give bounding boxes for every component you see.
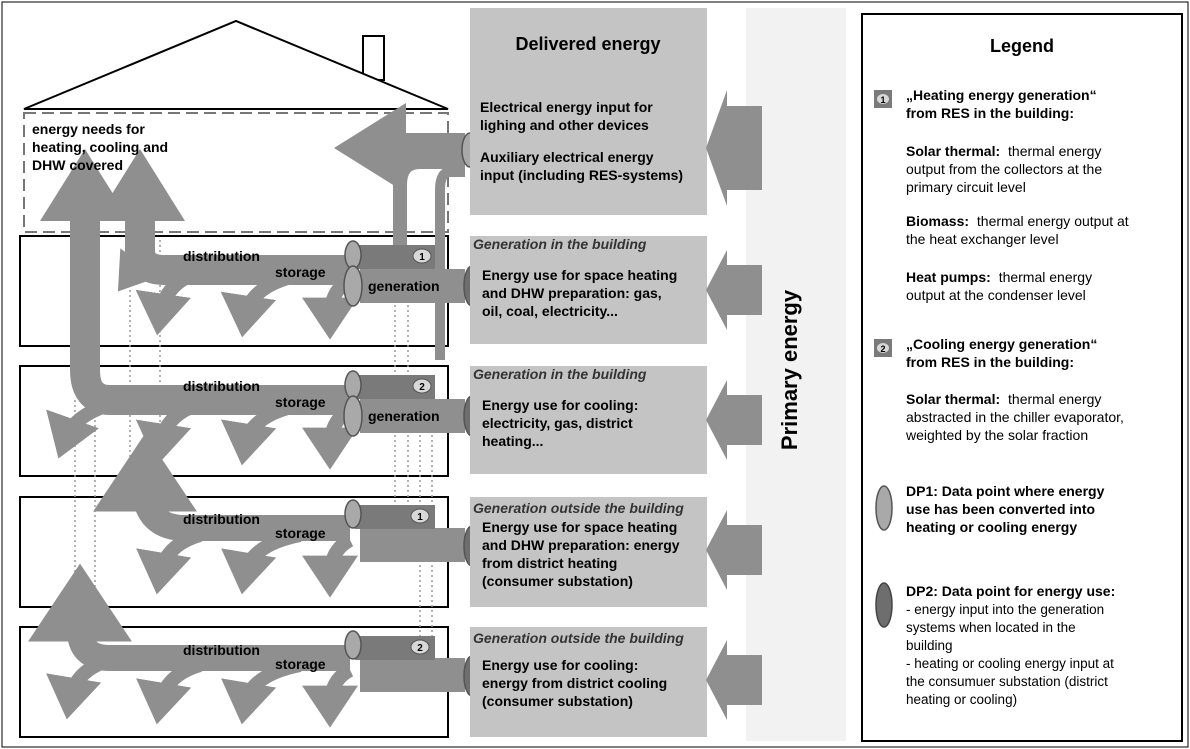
svg-text:Energy use for cooling:: Energy use for cooling: (482, 657, 638, 673)
svg-text:Heat pumps: thermal ener: Heat pumps: thermal energy (906, 269, 1092, 285)
svg-text:1: 1 (880, 95, 885, 105)
svg-text:energy from district cooling: energy from district cooling (482, 675, 667, 691)
svg-text:from RES in the building:: from RES in the building: (906, 105, 1074, 121)
svg-text:oil, coal, electricity...: oil, coal, electricity... (482, 303, 618, 319)
needs-line-2: heating, cooling and (32, 139, 168, 155)
svg-text:and DHW preparation: energy: and DHW preparation: energy (482, 537, 680, 553)
primary-energy-band (746, 8, 846, 741)
svg-text:DP1: Data point where energy: DP1: Data point where energy (906, 483, 1105, 499)
svg-text:2: 2 (417, 643, 423, 654)
svg-text:Delivered energy: Delivered energy (515, 34, 660, 54)
primary-arrow-floor-4 (706, 640, 762, 720)
svg-text:input (including RES-systems): input (including RES-systems) (480, 167, 683, 183)
svg-text:Generation outside the buildin: Generation outside the building (473, 500, 684, 516)
svg-text:output at the condenser level: output at the condenser level (906, 287, 1086, 303)
svg-text:„Heating energy generation“: „Heating energy generation“ (906, 87, 1097, 103)
svg-text:primary circuit level: primary circuit level (906, 179, 1026, 195)
svg-text:from RES in the building:: from RES in the building: (906, 354, 1074, 370)
floor-2-distribution: distribution (183, 378, 260, 394)
floor-1-source-box: Generation in the building Energy use fo… (470, 236, 707, 344)
svg-text:Energy use for cooling:: Energy use for cooling: (482, 397, 638, 413)
svg-text:2: 2 (880, 344, 885, 354)
chimney (362, 35, 385, 81)
svg-text:systems when located in the: systems when located in the (906, 620, 1076, 635)
svg-text:Generation outside the buildin: Generation outside the building (473, 630, 684, 646)
svg-text:heating or cooling energy: heating or cooling energy (906, 519, 1077, 535)
needs-line-3: DHW covered (32, 157, 123, 173)
svg-text:electricity, gas, district: electricity, gas, district (482, 415, 633, 431)
svg-text:Solar thermal: thermal e: Solar thermal: thermal energy (906, 143, 1101, 159)
svg-text:heating or cooling): heating or cooling) (906, 692, 1017, 707)
legend-title: Legend (990, 36, 1054, 56)
floor-2-generation: generation (368, 408, 440, 424)
house-roof (23, 19, 449, 110)
floor-2-storage: storage (275, 394, 326, 410)
svg-text:1: 1 (419, 252, 425, 263)
svg-text:building: building (906, 638, 953, 653)
primary-arrow-floor-1 (706, 250, 762, 330)
floor-4-storage: storage (275, 656, 326, 672)
svg-text:Solar thermal: thermal e: Solar thermal: thermal energy (906, 391, 1101, 407)
floor-3-storage: storage (275, 525, 326, 541)
svg-text:Generation in the building: Generation in the building (473, 236, 647, 252)
pipe-badges: 1 2 1 2 (410, 248, 432, 655)
svg-text:Generation in the building: Generation in the building (473, 366, 647, 382)
primary-arrow-floor-3 (706, 510, 762, 590)
svg-text:use has been converted into: use has been converted into (906, 501, 1095, 517)
svg-text:1: 1 (417, 512, 423, 523)
svg-text:Auxiliary electrical energy: Auxiliary electrical energy (480, 149, 654, 165)
svg-text:(consumer substation): (consumer substation) (482, 573, 633, 589)
svg-text:- energy input into the genera: - energy input into the generation (906, 602, 1104, 617)
svg-text:the heat exchanger level: the heat exchanger level (906, 231, 1059, 247)
svg-text:lighing and other devices: lighing and other devices (480, 117, 649, 133)
floor-3-distribution: distribution (183, 511, 260, 527)
svg-text:weighted by the solar fraction: weighted by the solar fraction (905, 427, 1088, 443)
svg-text:- heating or cooling energy in: - heating or cooling energy input at (906, 656, 1114, 671)
legend-dp1-symbol (875, 485, 893, 531)
floor-1-generation: generation (368, 278, 440, 294)
pipes (28, 103, 465, 728)
legend-dp2-symbol (875, 582, 893, 628)
svg-text:output from the collectors at: output from the collectors at the (906, 161, 1102, 177)
floor-1-storage: storage (275, 264, 326, 280)
primary-arrow-floor-2 (706, 380, 762, 460)
svg-text:Energy use for space heating: Energy use for space heating (482, 267, 677, 283)
svg-text:(consumer substation): (consumer substation) (482, 693, 633, 709)
svg-text:heating...: heating... (482, 433, 543, 449)
floor-1-distribution: distribution (183, 248, 260, 264)
floor-3-source-box: Generation outside the building Energy u… (470, 497, 707, 607)
svg-text:Electrical energy input for: Electrical energy input for (480, 99, 653, 115)
svg-text:Energy use for space heating: Energy use for space heating (482, 519, 677, 535)
delivered-energy-box: Delivered energy Electrical energy input… (470, 8, 707, 215)
needs-line-1: energy needs for (32, 121, 145, 137)
svg-text:Biomass: thermal energy: Biomass: thermal energy output at (906, 213, 1129, 229)
svg-text:„Cooling energy generation“: „Cooling energy generation“ (906, 336, 1097, 352)
svg-text:and DHW preparation: gas,: and DHW preparation: gas, (482, 285, 662, 301)
svg-text:the consumuer substation (dist: the consumuer substation (district (906, 674, 1108, 689)
floor-4-source-box: Generation outside the building Energy u… (470, 627, 707, 737)
floor-4-distribution: distribution (183, 642, 260, 658)
legend: Legend 1 „Heating energy generation“ fro… (861, 13, 1183, 742)
svg-text:DP2: Data point for energy use: DP2: Data point for energy use: (906, 583, 1115, 599)
floor-2-source-box: Generation in the building Energy use fo… (470, 366, 707, 474)
svg-text:2: 2 (419, 382, 425, 393)
svg-text:abstracted in the chiller evap: abstracted in the chiller evaporator, (906, 409, 1124, 425)
primary-energy-label: Primary energy (777, 289, 802, 450)
svg-text:from district heating: from district heating (482, 555, 617, 571)
primary-arrow-delivered (706, 90, 762, 206)
